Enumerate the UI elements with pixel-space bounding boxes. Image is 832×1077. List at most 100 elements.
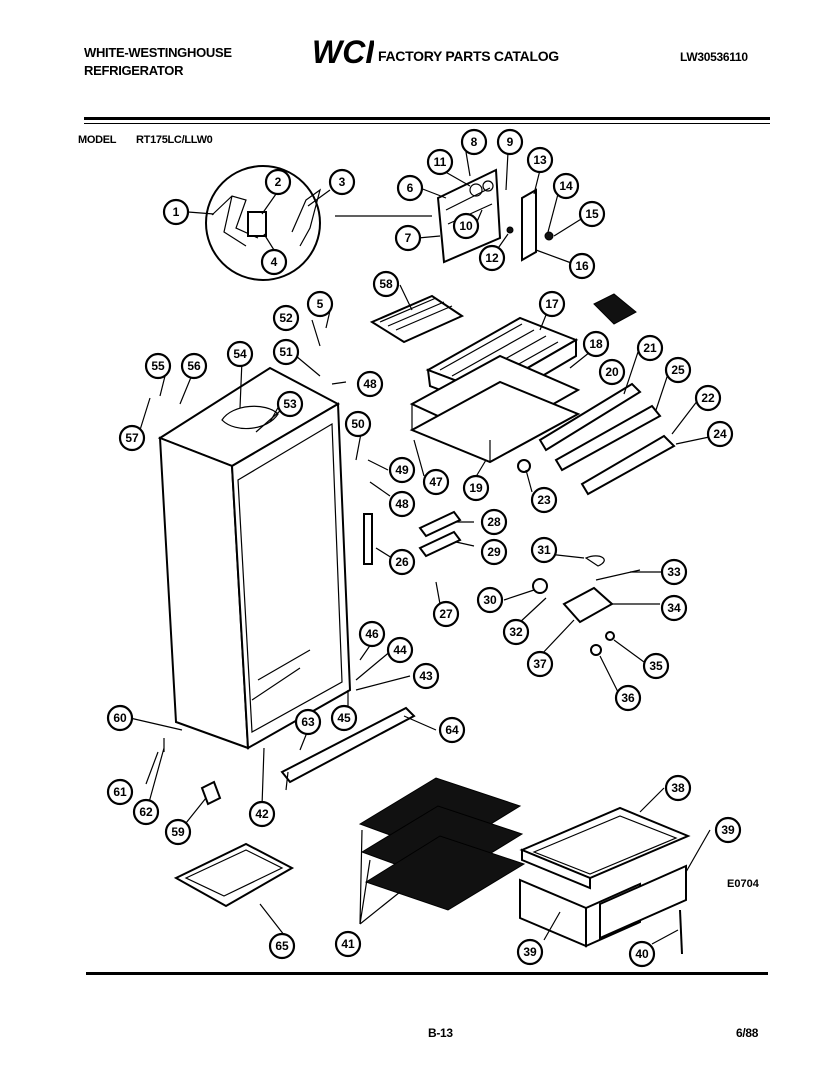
wci-logo: WCI (312, 34, 374, 68)
svg-text:20: 20 (605, 365, 619, 379)
glass-shelves (358, 777, 526, 911)
callout-8: 8 (460, 128, 488, 156)
callout-60: 60 (106, 704, 134, 732)
callout-47: 47 (422, 468, 450, 496)
evaporator-assembly (409, 316, 581, 464)
callout-25: 25 (664, 356, 692, 384)
callout-51: 51 (272, 338, 300, 366)
callout-46: 46 (358, 620, 386, 648)
svg-text:28: 28 (487, 515, 501, 529)
callout-10: 10 (452, 212, 480, 240)
callout-37: 37 (526, 650, 554, 678)
callout-27: 27 (432, 600, 460, 628)
callout-64: 64 (438, 716, 466, 744)
callout-22: 22 (694, 384, 722, 412)
svg-text:57: 57 (125, 431, 139, 445)
control-panel-assembly (436, 168, 554, 264)
callout-30: 30 (476, 586, 504, 614)
callout-39b: 39 (516, 938, 544, 966)
svg-text:40: 40 (635, 947, 649, 961)
svg-text:45: 45 (337, 711, 351, 725)
callout-18: 18 (582, 330, 610, 358)
callout-62: 62 (132, 798, 160, 826)
callout-7: 7 (394, 224, 422, 252)
callout-11: 11 (426, 148, 454, 176)
svg-text:62: 62 (139, 805, 153, 819)
model-label: MODEL (78, 134, 117, 146)
illustration-code: E0704 (727, 878, 759, 890)
svg-text:9: 9 (507, 135, 514, 149)
callout-50: 50 (344, 410, 372, 438)
svg-text:37: 37 (533, 657, 547, 671)
callout-24: 24 (706, 420, 734, 448)
svg-text:51: 51 (279, 345, 293, 359)
callout-45: 45 (330, 704, 358, 732)
svg-text:18: 18 (589, 337, 603, 351)
svg-text:64: 64 (445, 723, 459, 737)
svg-text:31: 31 (537, 543, 551, 557)
callout-32: 32 (502, 618, 530, 646)
leader-lines (129, 151, 715, 945)
callout-56: 56 (180, 352, 208, 380)
catalog-title: FACTORY PARTS CATALOG (378, 48, 559, 64)
callout-6: 6 (396, 174, 424, 202)
crisper-assembly (519, 806, 691, 955)
callout-36: 36 (614, 684, 642, 712)
callout-35: 35 (642, 652, 670, 680)
svg-text:63: 63 (301, 715, 315, 729)
svg-text:36: 36 (621, 691, 635, 705)
svg-text:5: 5 (317, 297, 324, 311)
logo-text: WCI (312, 34, 374, 68)
svg-text:23: 23 (537, 493, 551, 507)
svg-text:59: 59 (171, 825, 185, 839)
revision-date: 6/88 (736, 1026, 759, 1040)
svg-text:2: 2 (275, 175, 282, 189)
svg-text:60: 60 (113, 711, 127, 725)
footer-rule (86, 972, 768, 975)
callout-4: 4 (260, 248, 288, 276)
svg-text:4: 4 (271, 255, 278, 269)
svg-text:22: 22 (701, 391, 715, 405)
callout-43: 43 (412, 662, 440, 690)
callout-31: 31 (530, 536, 558, 564)
callout-17: 17 (538, 290, 566, 318)
svg-text:19: 19 (469, 481, 483, 495)
svg-text:15: 15 (585, 207, 599, 221)
callout-16: 16 (568, 252, 596, 280)
callout-33: 33 (660, 558, 688, 586)
callout-63: 63 (294, 708, 322, 736)
callout-3: 3 (328, 168, 356, 196)
callout-48b: 48 (388, 490, 416, 518)
svg-text:10: 10 (459, 219, 473, 233)
callout-58: 58 (372, 270, 400, 298)
callout-57: 57 (118, 424, 146, 452)
model-number: RT175LC/LLW0 (136, 134, 213, 146)
header-rule-thin (84, 123, 770, 124)
svg-text:26: 26 (395, 555, 409, 569)
svg-text:30: 30 (483, 593, 497, 607)
callout-41: 41 (334, 930, 362, 958)
svg-text:34: 34 (667, 601, 681, 615)
callout-20: 20 (598, 358, 626, 386)
callout-12: 12 (478, 244, 506, 272)
svg-text:61: 61 (113, 785, 127, 799)
svg-text:47: 47 (429, 475, 443, 489)
callout-5: 5 (306, 290, 334, 318)
page-number: B-13 (428, 1026, 453, 1040)
svg-text:44: 44 (393, 643, 407, 657)
callout-59: 59 (164, 818, 192, 846)
svg-text:38: 38 (671, 781, 685, 795)
callout-2: 2 (264, 168, 292, 196)
svg-text:58: 58 (379, 277, 393, 291)
catalog-number: LW30536110 (680, 50, 748, 64)
lower-left-parts (173, 706, 416, 908)
svg-text:27: 27 (439, 607, 453, 621)
callout-15: 15 (578, 200, 606, 228)
callout-38: 38 (664, 774, 692, 802)
callouts: 1 2 3 4 5 6 7 8 9 10 11 12 13 14 15 16 1… (106, 128, 742, 968)
svg-text:46: 46 (365, 627, 379, 641)
callout-21: 21 (636, 334, 664, 362)
callout-49: 49 (388, 456, 416, 484)
callout-13: 13 (526, 146, 554, 174)
callout-53: 53 (276, 390, 304, 418)
